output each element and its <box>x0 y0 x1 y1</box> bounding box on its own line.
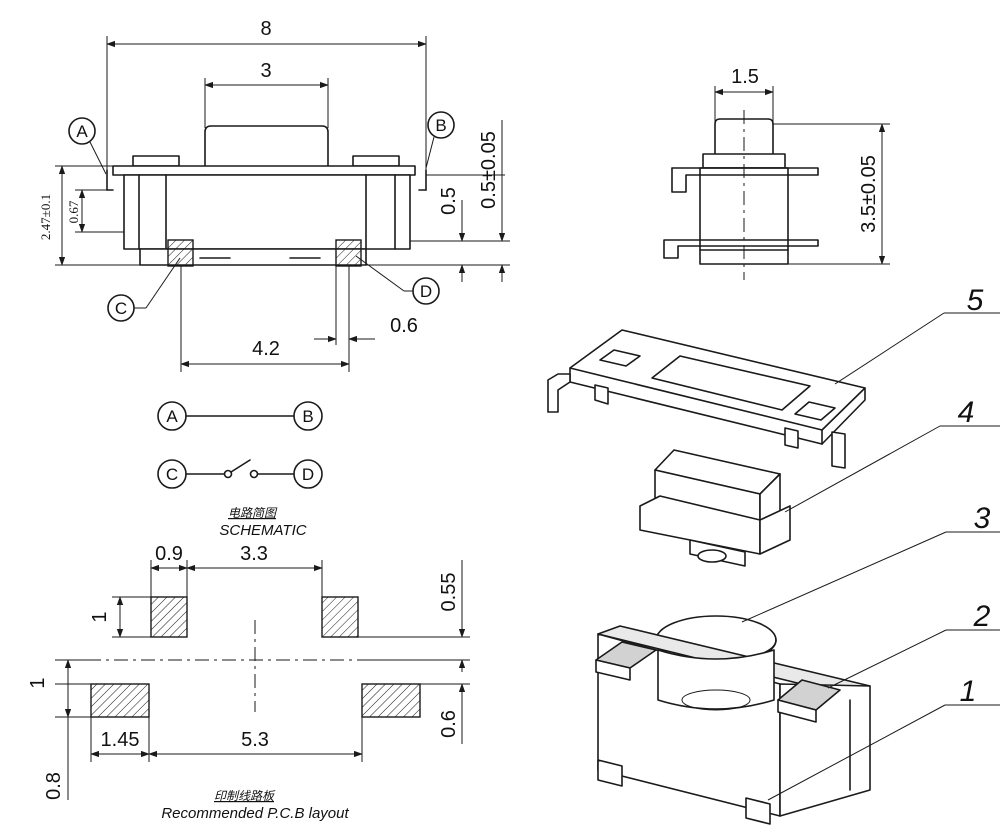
svg-text:2: 2 <box>973 600 991 633</box>
dim-overall-width: 8 <box>260 18 271 40</box>
part-label-4: 4 <box>784 396 1000 513</box>
svg-text:1: 1 <box>960 675 977 708</box>
schematic-node-b <box>293 401 323 431</box>
dim-actuator-width: 3 <box>260 60 271 82</box>
terminal-label-b: B <box>425 111 455 169</box>
part-1-2-base <box>595 625 871 825</box>
schematic-node-d <box>293 459 323 489</box>
part-label-3: 3 <box>741 502 1000 623</box>
switch-contact <box>230 459 251 473</box>
schematic: A B C D 电路简图 SCHEMATIC <box>157 401 323 539</box>
part-label-2: 2 <box>827 600 1000 689</box>
dim-side-actuator: 1.5 <box>731 66 759 88</box>
svg-text:A: A <box>76 122 88 141</box>
svg-text:D: D <box>420 282 432 301</box>
pcb-pad-bottom-left <box>90 683 150 718</box>
part-label-1: 1 <box>767 675 1000 801</box>
pcb-pad-top-right <box>321 596 359 638</box>
front-view: 8 3 2.47±0.1 0.6 <box>38 18 510 372</box>
pcb-title-en: Recommended P.C.B layout <box>161 805 349 822</box>
dim-gap-vertical: 0.55 <box>438 573 460 612</box>
svg-text:4: 4 <box>958 396 975 429</box>
pcb-title-zh: 印制线路板 <box>214 789 276 803</box>
dim-edge-offset: 0.8 <box>43 772 65 800</box>
svg-text:A: A <box>166 407 178 426</box>
svg-text:B: B <box>302 407 313 426</box>
dim-height-base: 0.67 <box>66 200 81 223</box>
dim-side-height: 3.5±0.05 <box>858 155 880 233</box>
dim-pad-w-top: 0.9 <box>155 543 183 565</box>
dim-pad-gap-top: 3.3 <box>240 543 268 565</box>
svg-text:3: 3 <box>974 502 991 535</box>
side-view: 1.5 3.5±0.05 <box>663 66 890 280</box>
part-4-actuator <box>639 449 791 567</box>
part-label-5: 5 <box>834 284 1000 385</box>
schematic-title-zh: 电路简图 <box>228 506 278 520</box>
svg-text:C: C <box>166 465 178 484</box>
schematic-title-en: SCHEMATIC <box>219 522 306 539</box>
svg-text:5: 5 <box>967 284 984 317</box>
dim-height-total: 2.47±0.1 <box>38 194 53 240</box>
dim-pad-pitch: 4.2 <box>252 338 280 360</box>
svg-text:B: B <box>435 116 446 135</box>
terminal-c-pad <box>167 239 194 267</box>
terminal-label-d: D <box>355 255 440 305</box>
dim-offset-b: 0.5±0.05 <box>478 131 500 209</box>
dim-pad-width: 0.6 <box>390 315 418 337</box>
dim-pad-h-bottom: 1 <box>27 677 49 688</box>
dim-pad-h-bottom-right: 0.6 <box>438 710 460 738</box>
dim-pad-gap-bottom: 5.3 <box>241 729 269 751</box>
terminal-d-pad <box>335 239 362 267</box>
svg-text:D: D <box>302 465 314 484</box>
part-5-cover <box>547 329 866 469</box>
dim-pad-h-top: 1 <box>89 611 111 622</box>
terminal-label-a: A <box>68 117 107 175</box>
pcb-layout: 0.9 3.3 1 0.55 0.6 1 0.8 1.45 5.3 <box>27 543 470 822</box>
svg-text:C: C <box>115 299 127 318</box>
dim-offset-a: 0.5 <box>438 187 460 215</box>
dim-pad-w-bottom: 1.45 <box>101 729 140 751</box>
terminal-label-c: C <box>107 257 181 322</box>
exploded-view: 5 4 3 2 1 <box>547 284 1000 825</box>
pcb-pad-top-left <box>150 596 188 638</box>
pcb-pad-bottom-right <box>361 683 421 718</box>
